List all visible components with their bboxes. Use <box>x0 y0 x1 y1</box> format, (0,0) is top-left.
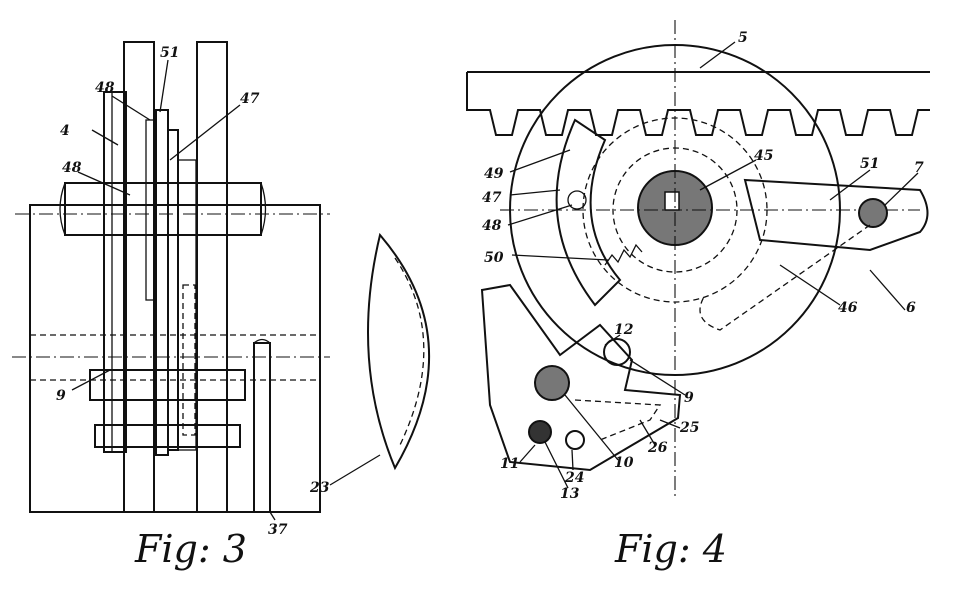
fig3-leaders <box>71 59 381 521</box>
fig4-label-24: 24 <box>564 470 584 486</box>
fig3-label-37: 37 <box>268 522 288 538</box>
fig4-lever-46 <box>699 224 871 331</box>
fig3-label-51: 51 <box>160 45 179 61</box>
fig4-pivot-10 <box>534 365 570 401</box>
fig4-pin-13 <box>528 420 552 444</box>
fig3-plate-inner <box>177 159 197 451</box>
fig3-frame <box>29 204 321 513</box>
fig3-rod-37 <box>253 342 271 513</box>
fig3-dashed-plate <box>182 284 196 436</box>
fig3-label-48-top: 48 <box>95 80 115 96</box>
fig4-arm-6 <box>743 178 929 252</box>
fig4-pin-24 <box>565 430 585 450</box>
fig4-caption: Fig: 4 <box>614 527 727 571</box>
fig3-wheel-4 <box>103 91 127 453</box>
fig4-label-49: 49 <box>484 166 504 182</box>
fig4-label-5: 5 <box>738 30 748 46</box>
fig4-label-46: 46 <box>838 300 858 316</box>
fig4-link-26 <box>574 399 662 441</box>
fig4-segment-47 <box>555 118 622 307</box>
fig4-pin-48 <box>567 190 587 210</box>
fig3-rod-top <box>253 338 271 344</box>
fig4-rack-5 <box>466 71 930 136</box>
fig3-wheel-4-inner <box>111 91 125 453</box>
fig3-label-48: 48 <box>62 160 82 176</box>
fig4-label-48: 48 <box>482 218 502 234</box>
fig4-pin-7 <box>858 198 888 228</box>
fig4-label-12: 12 <box>614 322 634 338</box>
fig3-label-4: 4 <box>60 123 70 139</box>
fig4-label-25: 25 <box>679 420 699 436</box>
fig4-label-26: 26 <box>647 440 668 456</box>
fig3-label-23: 23 <box>309 480 330 496</box>
fig3-right-plate <box>196 41 228 513</box>
fig4-leaders <box>507 41 919 489</box>
fig3-label-47: 47 <box>240 91 260 107</box>
fig4-roller-12 <box>603 338 631 366</box>
fig4-label-6: 6 <box>906 300 916 316</box>
fig3-shaft-lower <box>94 424 241 448</box>
fig4-label-9: 9 <box>684 390 694 406</box>
fig4-shaft-key <box>664 191 680 211</box>
fig4-label-47: 47 <box>482 190 502 206</box>
fig3-plate-51 <box>155 109 169 456</box>
fig3-plate-48 <box>145 119 157 301</box>
fig4-label-7: 7 <box>914 160 924 176</box>
fig3-part-23-inner <box>394 257 425 446</box>
fig4-label-51: 51 <box>860 156 879 172</box>
fig4-label-50: 50 <box>484 250 504 266</box>
fig3-plate-47 <box>167 129 179 451</box>
fig3-shaft-9 <box>89 369 246 401</box>
fig3-label-9: 9 <box>56 388 66 404</box>
fig4-drawing: 5 45 7 49 47 48 51 50 46 6 12 9 25 26 10… <box>466 20 930 571</box>
fig3-shaft-break-right <box>260 182 267 236</box>
fig3-main-shaft <box>64 182 262 236</box>
fig4-spring-50 <box>604 243 643 266</box>
fig3-drawing: 4 48 51 47 48 9 23 37 Fig: 3 <box>12 41 431 571</box>
fig3-part-23 <box>367 232 431 471</box>
fig4-label-45: 45 <box>754 148 773 164</box>
fig4-label-13: 13 <box>560 486 580 502</box>
fig4-pawl-11 <box>480 283 682 472</box>
fig4-label-10: 10 <box>614 455 634 471</box>
fig3-shaft-break-left <box>59 182 66 236</box>
fig4-label-11: 11 <box>500 456 519 472</box>
fig3-caption: Fig: 3 <box>134 527 247 571</box>
